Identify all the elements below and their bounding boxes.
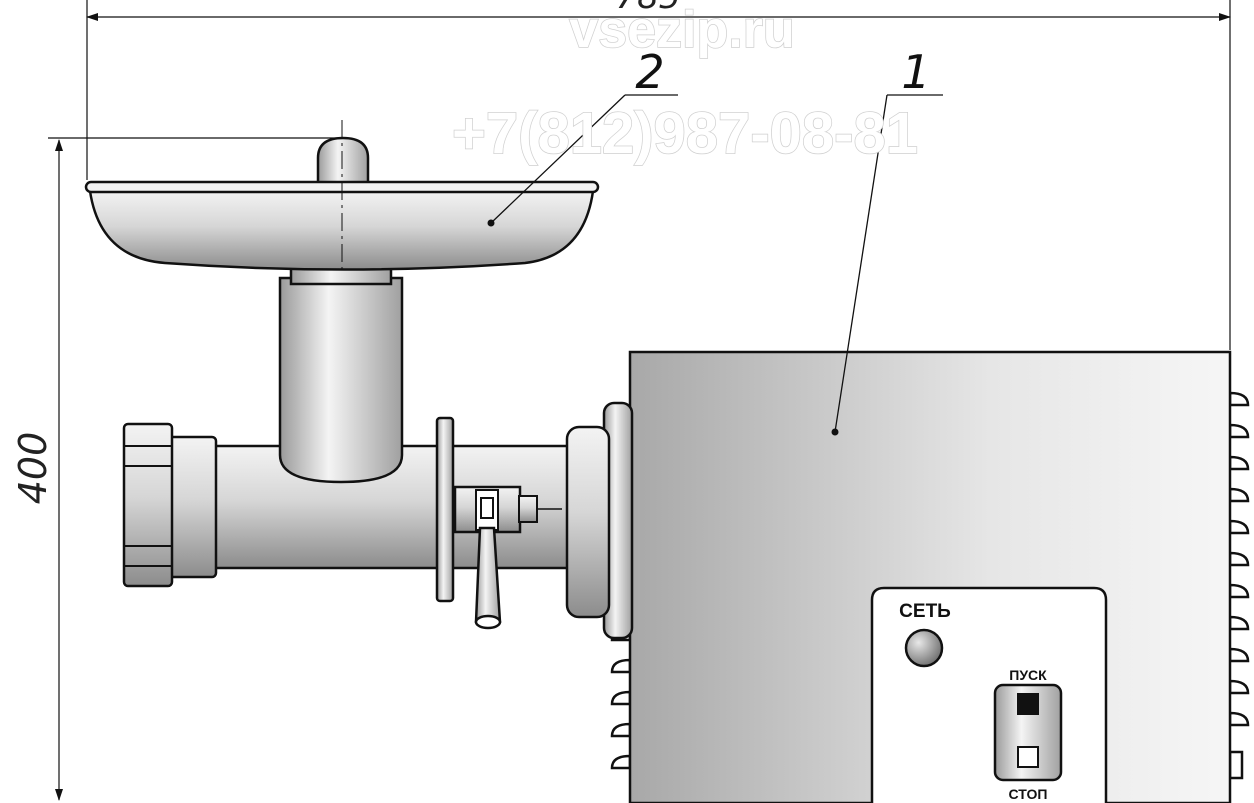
callout-leaders (490, 94, 943, 433)
motor-coupling (565, 425, 611, 619)
start-button[interactable] (1017, 693, 1039, 715)
height-dimension-label: 400 (11, 432, 55, 505)
control-panel: СЕТЬ ПУСК СТОП (870, 586, 1108, 803)
callout-1-label: 1 (901, 45, 930, 99)
start-stop-switch[interactable] (993, 683, 1063, 782)
stop-button-label: СТОП (1009, 786, 1048, 802)
width-dimension-label: 785 (616, 0, 681, 17)
power-indicator-label: СЕТЬ (899, 601, 951, 622)
width-dimension (86, 0, 1231, 350)
watermark-phone: +7(812)987-08-81 (452, 101, 918, 166)
grinder-assembly (122, 264, 611, 630)
ring-nut-ribs (124, 445, 172, 567)
power-indicator-lamp (904, 628, 944, 668)
ring-nut (122, 422, 174, 588)
pusher-knob[interactable] (316, 136, 370, 186)
callout-2-label: 2 (635, 45, 664, 99)
height-dimension (48, 137, 345, 801)
start-button-label: ПУСК (1009, 667, 1047, 683)
ring-nut-collar (164, 435, 218, 579)
grinder-neck (278, 276, 404, 484)
stop-button[interactable] (1017, 746, 1039, 768)
cooling-fins-right (1228, 391, 1250, 780)
clamp-nut (518, 495, 538, 523)
cooling-fins-left (610, 626, 632, 770)
barrel-flange (435, 416, 455, 603)
watermark-site: vsezip.ru (569, 1, 794, 59)
